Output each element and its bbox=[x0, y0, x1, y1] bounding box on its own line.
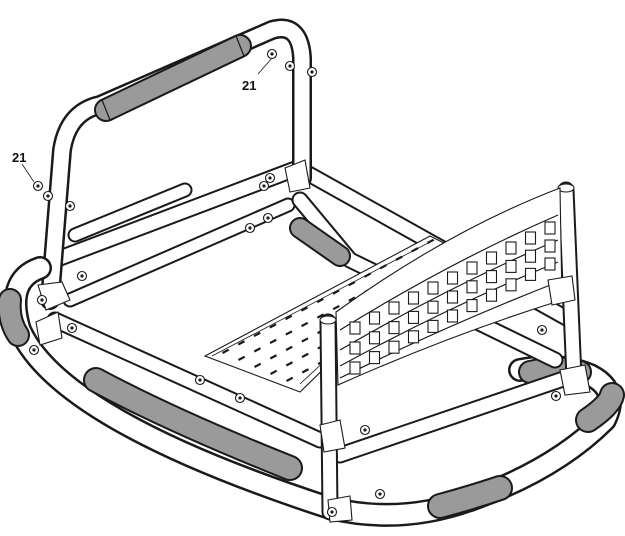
grille-cell bbox=[427, 319, 439, 333]
bolt-center bbox=[540, 328, 544, 332]
bolt-center bbox=[46, 194, 50, 198]
plate-slot bbox=[316, 297, 324, 304]
plate-slot bbox=[301, 352, 309, 359]
grille-cell bbox=[368, 311, 381, 325]
bolt-center bbox=[378, 492, 382, 496]
grille-cell bbox=[407, 291, 420, 305]
grille-cell bbox=[544, 257, 556, 271]
plate-slot bbox=[253, 331, 261, 338]
grille-cell bbox=[349, 321, 361, 335]
plate-slot bbox=[332, 304, 340, 311]
bolt-center bbox=[262, 184, 266, 188]
plate-slot bbox=[285, 314, 293, 321]
grille-cell bbox=[446, 271, 459, 285]
plate-slot bbox=[253, 347, 261, 353]
plate-slot bbox=[395, 255, 403, 261]
grille-cell bbox=[524, 249, 537, 263]
grille-cell bbox=[466, 299, 478, 313]
bolt-center bbox=[36, 184, 40, 188]
bolt-center bbox=[40, 298, 44, 302]
lower-side-tubes bbox=[46, 191, 584, 464]
plate-slot bbox=[301, 368, 309, 374]
grille-cell bbox=[505, 278, 517, 292]
bolt-center bbox=[270, 52, 274, 56]
callout-21-upper: 21 bbox=[242, 57, 273, 93]
grille-cell bbox=[446, 290, 459, 304]
grille-cell bbox=[407, 310, 420, 324]
grille-cell bbox=[524, 267, 537, 281]
grille-cell bbox=[349, 361, 361, 375]
plate-slot bbox=[253, 362, 262, 368]
grille-cell bbox=[524, 231, 537, 245]
plate-slot bbox=[269, 323, 277, 329]
callout-number: 21 bbox=[12, 150, 26, 165]
plate-slot bbox=[301, 321, 309, 328]
plate-slot bbox=[237, 340, 245, 346]
bolt-center bbox=[330, 510, 334, 514]
bolts bbox=[28, 48, 562, 518]
grille-cell bbox=[485, 288, 498, 302]
grille-cell bbox=[388, 321, 400, 335]
plate-slot bbox=[221, 348, 230, 354]
plate-slot bbox=[348, 281, 356, 287]
bolt-center bbox=[310, 70, 314, 74]
bolt-center bbox=[363, 428, 367, 432]
plate-slot bbox=[348, 296, 356, 302]
plate-slot bbox=[363, 272, 372, 278]
grille-cell bbox=[485, 270, 498, 284]
front-grille-panel bbox=[335, 187, 563, 386]
bolt-center bbox=[32, 348, 36, 352]
plate-slot bbox=[286, 376, 294, 382]
plate-slot bbox=[411, 247, 419, 253]
plate-slot bbox=[269, 338, 277, 345]
plate-slot bbox=[270, 369, 278, 375]
bolt-center bbox=[554, 394, 558, 398]
bolt-center bbox=[238, 396, 242, 400]
grille-cell bbox=[349, 341, 361, 355]
grille-cell bbox=[505, 259, 517, 273]
bolt-center bbox=[68, 204, 72, 208]
plate-slot bbox=[301, 337, 309, 343]
grille-cell bbox=[368, 351, 381, 365]
callout-number: 21 bbox=[242, 78, 256, 93]
plate-slot bbox=[285, 345, 293, 352]
plate-slot bbox=[316, 313, 325, 319]
bolt-center bbox=[266, 216, 270, 220]
backrest-hoop bbox=[40, 18, 312, 310]
bolt-center bbox=[198, 378, 202, 382]
grille-cells bbox=[349, 221, 556, 375]
plate-slot bbox=[269, 354, 277, 360]
plate-slot bbox=[300, 306, 309, 312]
plate-slot bbox=[379, 264, 387, 270]
callout-21-left: 21 bbox=[12, 150, 35, 183]
plate-slot bbox=[238, 355, 246, 361]
grille-cell bbox=[466, 261, 478, 275]
grille-cell bbox=[427, 300, 439, 314]
bolt-center bbox=[70, 326, 74, 330]
grille-cell bbox=[466, 280, 478, 294]
grille-cell bbox=[485, 251, 498, 265]
plate-slot bbox=[332, 289, 340, 295]
grille-cell bbox=[505, 241, 517, 255]
grille-cell bbox=[388, 301, 400, 315]
grille-cell bbox=[388, 340, 400, 354]
bolt-center bbox=[80, 274, 84, 278]
grille-cell bbox=[368, 331, 381, 345]
bolt-center bbox=[288, 64, 292, 68]
plate-slot bbox=[285, 361, 293, 367]
grille-cell bbox=[544, 221, 556, 235]
grille-cell bbox=[427, 281, 439, 295]
plate-slot bbox=[285, 330, 293, 336]
grille-cell bbox=[407, 330, 420, 344]
bolt-center bbox=[248, 226, 252, 230]
grille-cell bbox=[544, 239, 556, 253]
grille-cell bbox=[446, 309, 459, 323]
bolt-center bbox=[268, 176, 272, 180]
plate-slot bbox=[427, 238, 435, 244]
